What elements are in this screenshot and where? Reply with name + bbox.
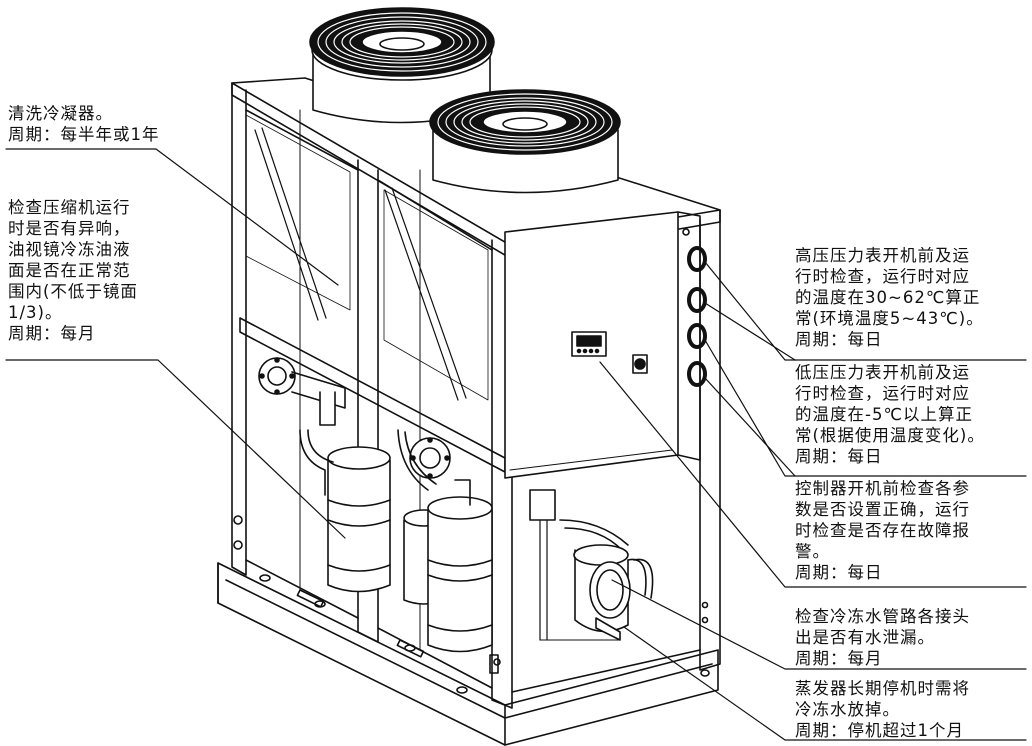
- note-line: 出是否有水泄漏。: [795, 628, 935, 647]
- note-period: 周期：每月: [8, 324, 96, 343]
- note-line: 常(环境温度5~43℃)。: [795, 309, 984, 328]
- note-line: 行时检查，运行时对应: [795, 267, 970, 286]
- note-high-pressure-gauge: 高压压力表开机前及运 行时检查，运行时对应 的温度在30~62℃算正 常(环境温…: [795, 245, 984, 350]
- base-frame: [217, 562, 719, 746]
- note-line: 面是否在正常范: [8, 261, 131, 280]
- note-line: 时检查是否存在故障报: [795, 521, 970, 540]
- note-line: 的温度在30~62℃算正: [795, 288, 981, 307]
- note-line: 高压压力表开机前及运: [795, 246, 970, 265]
- control-box: [504, 211, 701, 479]
- note-line: 冷冻水放掉。: [795, 700, 900, 719]
- note-line: 警。: [795, 542, 830, 561]
- note-period: 周期：每日: [795, 563, 883, 582]
- leader-lines: [5, 148, 1027, 741]
- note-period: 周期：每半年或1年: [8, 125, 160, 144]
- note-period: 周期：停机超过1个月: [795, 721, 964, 740]
- fan-right: [429, 89, 621, 194]
- note-line: 数是否设置正确，运行: [795, 500, 970, 519]
- piping: [258, 357, 629, 641]
- note-line: 检查冷冻水管路各接头: [795, 607, 970, 626]
- fan-left: [309, 7, 495, 124]
- note-line: 时是否有异响，: [8, 219, 131, 238]
- note-chilled-water-pipe: 检查冷冻水管路各接头 出是否有水泄漏。 周期：每月: [795, 606, 970, 669]
- note-compressor-check: 检查压缩机运行 时是否有异响， 油视镜冷冻油液 面是否在正常范 围内(不低于镜面…: [8, 197, 138, 344]
- pressure-gauges: [682, 228, 707, 387]
- note-line: 控制器开机前检查各参: [795, 479, 970, 498]
- note-low-pressure-gauge: 低压压力表开机前及运 行时检查，运行时对应 的温度在-5℃以上算正 常(根据使用…: [795, 362, 985, 467]
- note-evaporator-drain: 蒸发器长期停机时需将 冷冻水放掉。 周期：停机超过1个月: [795, 678, 970, 741]
- note-line: 油视镜冷冻油液: [8, 240, 131, 259]
- note-line: 常(根据使用温度变化)。: [795, 426, 985, 445]
- note-line: 蒸发器长期停机时需将: [795, 679, 970, 698]
- note-period: 周期：每月: [795, 649, 883, 668]
- note-text: 清洗冷凝器。: [8, 104, 113, 123]
- note-line: 围内(不低于镜面: [8, 282, 138, 301]
- note-line: 低压压力表开机前及运: [795, 363, 970, 382]
- note-clean-condenser: 清洗冷凝器。 周期：每半年或1年: [8, 103, 160, 145]
- note-line: 检查压缩机运行: [8, 198, 131, 217]
- note-period: 周期：每日: [795, 330, 883, 349]
- evaporator: [539, 544, 654, 641]
- note-line: 的温度在-5℃以上算正: [795, 405, 973, 424]
- note-controller-check: 控制器开机前检查各参 数是否设置正确，运行 时检查是否存在故障报 警。 周期：每…: [795, 478, 970, 583]
- compressors: [327, 446, 493, 653]
- note-line: 行时检查，运行时对应: [795, 384, 970, 403]
- note-line: 1/3)。: [8, 303, 63, 322]
- note-period: 周期：每日: [795, 447, 883, 466]
